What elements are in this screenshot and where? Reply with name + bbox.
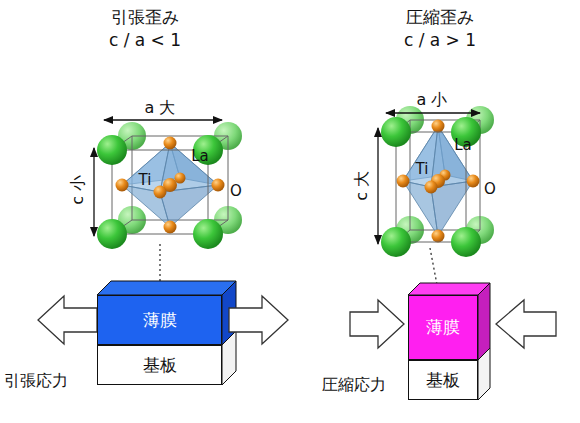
node-text: 基板	[426, 369, 460, 392]
dimension-label: a 大	[145, 99, 176, 117]
stress-label: 引張応力	[4, 372, 68, 390]
o-atom	[467, 175, 480, 188]
o-atom	[397, 175, 410, 188]
atom-label: Ti	[416, 161, 429, 178]
dimension-label: c 大	[353, 171, 371, 201]
substrate: 基板	[408, 360, 478, 400]
cell-edge	[228, 136, 229, 220]
o-atom	[432, 230, 445, 243]
panel-title: 引張歪み	[111, 8, 179, 27]
dimension-label: a 小	[417, 91, 448, 109]
tio6-octahedron	[122, 185, 170, 227]
ratio-condition: c / a > 1	[404, 31, 476, 50]
node-text: 薄膜	[143, 309, 177, 332]
o-atom	[164, 221, 177, 234]
o-atom	[425, 181, 438, 194]
la-atom	[381, 227, 411, 257]
atom-label: O	[484, 181, 496, 198]
tio6-octahedron	[403, 181, 438, 236]
o-atom	[116, 179, 129, 192]
thin-film: 薄膜	[97, 295, 222, 345]
atom-label: Ti	[139, 172, 152, 189]
cell-edge	[396, 132, 397, 242]
panel-title: 圧縮歪み	[406, 8, 474, 27]
substrate: 基板	[97, 345, 222, 385]
la-atom	[381, 117, 411, 147]
o-atom	[432, 120, 445, 133]
o-atom	[212, 179, 225, 192]
thin-film: 薄膜	[408, 295, 478, 360]
node-text: 基板	[143, 354, 177, 377]
atom-label: La	[454, 137, 472, 154]
la-atom	[451, 227, 481, 257]
dimension-label: c 小	[69, 175, 87, 205]
o-atom	[154, 186, 167, 199]
ratio-condition: c / a < 1	[109, 31, 181, 50]
stress-label: 圧縮応力	[322, 376, 386, 394]
atom-label: O	[230, 183, 242, 200]
la-atom	[193, 219, 223, 249]
la-atom	[97, 135, 127, 165]
node-text: 薄膜	[426, 316, 460, 339]
la-atom	[97, 219, 127, 249]
atom-label: La	[191, 148, 209, 165]
o-atom	[164, 137, 177, 150]
